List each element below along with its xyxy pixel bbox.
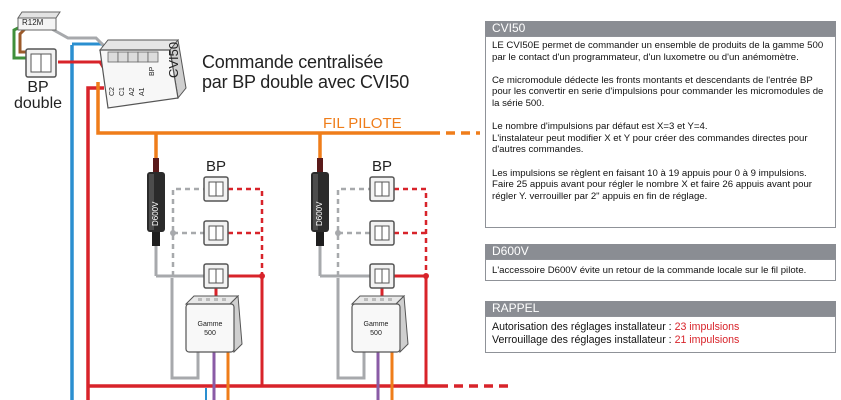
panel-rappel-title: RAPPEL: [485, 301, 836, 316]
panel-cvi50-paragraph: Le nombre d'impulsions par défaut est X=…: [492, 121, 808, 156]
panel-d600v-title: D600V: [485, 244, 836, 259]
terminal-label: C2: [109, 87, 116, 96]
wire-red-left-dashed: [228, 187, 264, 276]
d600v-right: [311, 158, 329, 246]
switch-left-3: [203, 263, 229, 289]
rappel-value: 21 impulsions: [674, 333, 740, 346]
panel-cvi50-paragraph: LE CVI50E permet de commander un ensembl…: [492, 40, 824, 63]
panel-rappel-body: Autorisation des réglages installateur :…: [485, 316, 836, 353]
wire-grey-left-dashed: [171, 187, 204, 276]
wire-orange-pilot: [96, 82, 440, 135]
wire-red-bp-double: [58, 60, 108, 73]
module-label-right: Gamme 500: [363, 321, 389, 337]
panel-cvi50: CVI50 LE CVI50E permet de commander un e…: [485, 21, 836, 228]
wire-grey-left-module: [170, 278, 200, 380]
rappel-value: 23 impulsions: [674, 321, 740, 333]
panel-cvi50-paragraph: Les impulsions se règlent en faisant 10 …: [492, 167, 812, 202]
cvi50-device-label: CVI50: [166, 41, 181, 78]
panel-cvi50-paragraph: Ce micromodule dédecte les fronts montan…: [492, 74, 824, 109]
panel-cvi50-title: CVI50: [485, 21, 836, 36]
cvi50-device: [98, 38, 187, 109]
panel-d600v-text: L'accessoire D600V évite un retour de la…: [492, 265, 807, 276]
wire-red-main: [86, 86, 104, 400]
panel-d600v: D600V L'accessoire D600V évite un retour…: [485, 244, 836, 281]
switch-right-3: [369, 263, 395, 289]
d600v-label-left: D600V: [151, 201, 160, 226]
switch-right-1: [369, 176, 395, 202]
panel-cvi50-body: LE CVI50E permet de commander un ensembl…: [485, 36, 836, 228]
terminal-label: C1: [119, 87, 126, 96]
rappel-line-lock: Verrouillage des réglages installateur :…: [492, 334, 829, 347]
bp-double-label: BP double: [13, 79, 63, 112]
r12m-label: R12M: [22, 18, 44, 27]
gamme500-module-right: [350, 294, 409, 354]
switch-left-2: [203, 220, 229, 246]
panel-rappel: RAPPEL Autorisation des réglages install…: [485, 301, 836, 353]
rappel-label: Verrouillage des réglages installateur :: [492, 333, 675, 346]
diagram-title: Commande centralisée par BP double avec …: [202, 52, 410, 92]
panel-d600v-body: L'accessoire D600V évite un retour de la…: [485, 259, 836, 281]
terminal-label: A1: [139, 87, 146, 96]
wire-grey-r12m: [49, 26, 106, 48]
r12m-device: [17, 11, 61, 31]
bp-double-switch: [25, 48, 57, 78]
switch-right-2: [369, 220, 395, 246]
switch-left-1: [203, 176, 229, 202]
rappel-label: Autorisation des réglages installateur :: [492, 321, 675, 333]
wire-grey-right-dashed: [336, 187, 370, 276]
wire-red-right-dashed: [394, 187, 428, 276]
terminal-label: BP: [149, 66, 156, 76]
module-label-left: Gamme 500: [197, 321, 223, 337]
gamme500-module-left: [184, 294, 243, 354]
bp-label-left: BP: [206, 158, 227, 175]
wire-grey-right-module: [336, 278, 366, 380]
fil-pilote-label: FIL PILOTE: [323, 115, 402, 132]
d600v-left: [147, 158, 165, 246]
bp-label-right: BP: [372, 158, 393, 175]
rappel-line-authorization: Autorisation des réglages installateur :…: [492, 321, 829, 334]
d600v-label-right: D600V: [315, 201, 324, 226]
terminal-label: A2: [129, 87, 136, 96]
